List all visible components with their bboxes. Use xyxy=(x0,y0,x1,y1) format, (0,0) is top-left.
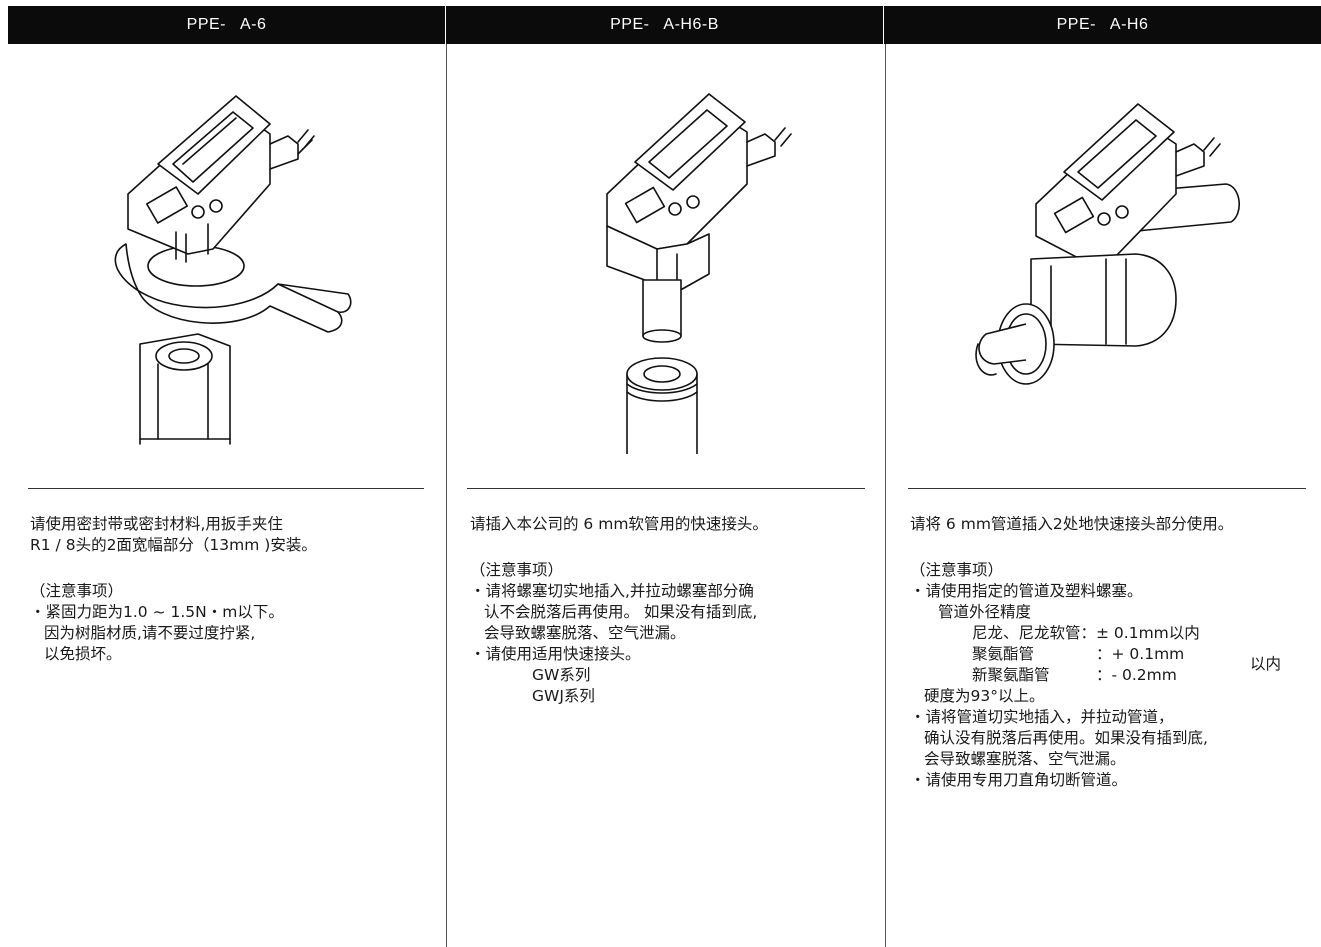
notes-heading: （注意事项） xyxy=(470,561,564,579)
sensor-with-wrench-illustration xyxy=(114,95,352,445)
desc-line: 请将 6 mm管道插入2处地快速接头部分使用。 xyxy=(910,515,1234,533)
series-line: GWJ系列 xyxy=(532,687,595,705)
tolerance-suffix: 以内 xyxy=(1250,655,1282,673)
description-ah6: 请将 6 mm管道插入2处地快速接头部分使用。 （注意事项） ・请使用指定的管道… xyxy=(910,514,1281,791)
separator-line xyxy=(908,488,1306,489)
note-line: ・请使用指定的管道及塑料螺塞。 xyxy=(910,582,1143,600)
notes-heading: （注意事项） xyxy=(30,582,124,600)
column-divider xyxy=(446,44,447,947)
desc-line: 请插入本公司的 6 mm软管用的快速接头。 xyxy=(470,515,768,533)
sensor-with-tube-illustration xyxy=(975,103,1240,385)
note-line: ・请使用适用快速接头。 xyxy=(470,645,641,663)
tolerance-group: 聚氨酯管 ：+ 0.1mm 新聚氨酯管 ：- 0.2mm 以内 xyxy=(910,644,1281,686)
notes-heading: （注意事项） xyxy=(910,561,1004,579)
desc-line: 请使用密封带或密封材料,用扳手夹住 xyxy=(30,515,283,533)
column-title-ah6: PPE- A-H6 xyxy=(883,6,1321,44)
note-line: 认不会脱落后再使用。 如果没有插到底, xyxy=(484,603,758,621)
note-line: 因为树脂材质,请不要过度拧紧, xyxy=(44,624,256,642)
note-line: 管道外径精度 xyxy=(938,603,1032,621)
note-line: ・紧固力距为1.0 ~ 1.5N・m以下。 xyxy=(30,603,284,621)
spec-label: 聚氨酯管 xyxy=(972,645,1035,663)
note-line: ・请将管道切实地插入，并拉动管道， xyxy=(910,708,1174,726)
column-ah6b: 请插入本公司的 6 mm软管用的快速接头。 （注意事项） ・请将螺塞切实地插入,… xyxy=(447,44,885,947)
spec-value: ：+ 0.1mm xyxy=(1096,645,1185,663)
spec-line: 尼龙、尼龙软管：± 0.1mm以内 xyxy=(972,624,1200,642)
column-title-a6: PPE- A-6 xyxy=(186,16,267,33)
note-line: 会导致螺塞脱落、空气泄漏。 xyxy=(484,624,686,642)
note-line: 确认没有脱落后再使用。如果没有插到底, xyxy=(924,729,1208,747)
description-ah6b: 请插入本公司的 6 mm软管用的快速接头。 （注意事项） ・请将螺塞切实地插入,… xyxy=(470,514,768,707)
desc-line: R1 / 8头的2面宽幅部分（13mm )安装。 xyxy=(30,536,317,554)
note-line: 以免损坏。 xyxy=(44,645,122,663)
note-line: 会导致螺塞脱落、空气泄漏。 xyxy=(924,750,1126,768)
note-line: ・请使用专用刀直角切断管道。 xyxy=(910,771,1128,789)
spec-value: ：- 0.2mm xyxy=(1096,666,1177,684)
sensor-with-plug-illustration xyxy=(606,93,792,454)
series-line: GW系列 xyxy=(532,666,591,684)
note-line: 硬度为93°以上。 xyxy=(924,687,1045,705)
header-bar: PPE- A-6 PPE- A-H6-B PPE- A-H6 xyxy=(8,6,1321,44)
column-a6: 请使用密封带或密封材料,用扳手夹住 R1 / 8头的2面宽幅部分（13mm )安… xyxy=(8,44,446,947)
column-divider xyxy=(885,44,886,947)
column-ah6: 请将 6 mm管道插入2处地快速接头部分使用。 （注意事项） ・请使用指定的管道… xyxy=(886,44,1321,947)
column-title-ah6b: PPE- A-H6-B xyxy=(445,6,883,44)
description-a6: 请使用密封带或密封材料,用扳手夹住 R1 / 8头的2面宽幅部分（13mm )安… xyxy=(30,514,317,665)
separator-line xyxy=(467,488,865,489)
note-line: ・请将螺塞切实地插入,并拉动螺塞部分确 xyxy=(470,582,754,600)
separator-line xyxy=(28,488,424,489)
spec-label: 新聚氨酯管 xyxy=(972,666,1050,684)
